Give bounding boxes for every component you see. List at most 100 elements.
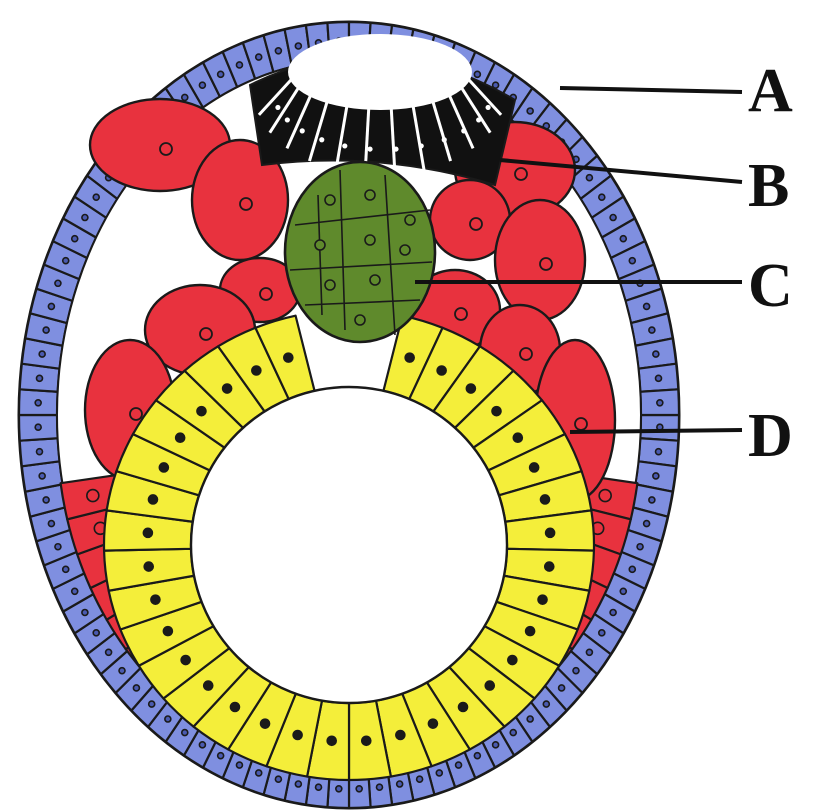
outer-cell-nucleus: [417, 776, 423, 782]
outer-cell-nucleus: [133, 685, 139, 691]
red-cell: [495, 200, 585, 320]
yolk-cavity: [191, 387, 507, 703]
red-cell-nucleus: [470, 218, 482, 230]
outer-cell-nucleus: [474, 71, 480, 77]
outer-cell-nucleus: [82, 215, 88, 221]
outer-cell-nucleus: [376, 784, 382, 790]
outer-cell-nucleus: [397, 781, 403, 787]
outer-cell-nucleus: [72, 236, 78, 242]
label-c: C: [748, 255, 793, 317]
green-cell-nucleus: [355, 315, 365, 325]
yellow-cell-nucleus: [546, 528, 555, 537]
leader-line-d: [570, 430, 742, 432]
outer-cell-nucleus: [637, 544, 643, 550]
outer-cell-nucleus: [336, 786, 342, 792]
outer-cell-nucleus: [653, 473, 659, 479]
yellow-cell-nucleus: [485, 681, 494, 690]
outer-cell-nucleus: [82, 609, 88, 615]
outer-cell-nucleus: [456, 762, 462, 768]
red-cell-nucleus: [240, 198, 252, 210]
outer-cell-nucleus: [35, 424, 41, 430]
yellow-cell-nucleus: [223, 384, 232, 393]
outer-cell-nucleus: [63, 258, 69, 264]
outer-cell-nucleus: [573, 668, 579, 674]
red-cell-nucleus: [160, 143, 172, 155]
outer-cell-nucleus: [629, 258, 635, 264]
outer-cell-nucleus: [55, 280, 61, 286]
outer-cell-nucleus: [236, 762, 242, 768]
yellow-cell-nucleus: [163, 627, 172, 636]
outer-cell-nucleus: [63, 566, 69, 572]
outer-cell-nucleus: [610, 215, 616, 221]
yellow-cell-nucleus: [396, 731, 405, 740]
outer-cell-nucleus: [586, 175, 592, 181]
outer-cell-nucleus: [653, 351, 659, 357]
green-cell-nucleus: [370, 275, 380, 285]
yellow-cell-nucleus: [293, 731, 302, 740]
outer-cell-nucleus: [199, 82, 205, 88]
outer-cell-nucleus: [43, 327, 49, 333]
outer-cell-nucleus: [656, 375, 662, 381]
green-cell-nucleus: [365, 235, 375, 245]
outer-cell-nucleus: [119, 668, 125, 674]
yellow-cell-nucleus: [252, 366, 261, 375]
cap-cell-nucleus: [393, 146, 398, 151]
label-d: D: [748, 405, 793, 467]
yellow-cell-nucleus: [151, 595, 160, 604]
yellow-cell-nucleus: [159, 463, 168, 472]
outer-cell-nucleus: [55, 544, 61, 550]
outer-cell-nucleus: [35, 400, 41, 406]
yellow-cell-nucleus: [261, 719, 270, 728]
outer-cell-nucleus: [165, 716, 171, 722]
outer-cell-nucleus: [295, 43, 301, 49]
outer-cell-nucleus: [43, 497, 49, 503]
outer-cell-nucleus: [649, 497, 655, 503]
cap-cell-nucleus: [342, 143, 347, 148]
outer-cell-nucleus: [275, 48, 281, 54]
yellow-cell-nucleus: [327, 736, 336, 745]
outer-cell-nucleus: [599, 630, 605, 636]
yellow-cell-nucleus: [437, 366, 446, 375]
outer-cell-nucleus: [620, 588, 626, 594]
yellow-cell-nucleus: [459, 703, 468, 712]
outer-cell-nucleus: [527, 716, 533, 722]
green-cell-nucleus: [325, 280, 335, 290]
label-a: A: [748, 60, 793, 122]
red-cell-nucleus: [200, 328, 212, 340]
outer-cell-nucleus: [586, 649, 592, 655]
cap-cell-nucleus: [300, 128, 305, 133]
yellow-cell-nucleus: [541, 495, 550, 504]
yellow-cell-nucleus: [530, 463, 539, 472]
green-cell-nucleus: [365, 190, 375, 200]
outer-cell-nucleus: [39, 473, 45, 479]
outer-cell-nucleus: [48, 521, 54, 527]
green-cell-nucleus: [405, 215, 415, 225]
outer-cell-nucleus: [236, 62, 242, 68]
outer-cell-nucleus: [256, 54, 262, 60]
outer-cell-nucleus: [543, 701, 549, 707]
yellow-cell-nucleus: [204, 681, 213, 690]
outer-cell-nucleus: [199, 742, 205, 748]
yellow-cell-nucleus: [492, 407, 501, 416]
leader-line-a: [560, 88, 742, 92]
outer-cell-nucleus: [656, 449, 662, 455]
yellow-cell-nucleus: [148, 495, 157, 504]
red-cell-nucleus: [575, 418, 587, 430]
yellow-cell-nucleus: [143, 528, 152, 537]
outer-cell-nucleus: [527, 108, 533, 114]
yellow-cell-nucleus: [176, 433, 185, 442]
outer-cell-nucleus: [36, 449, 42, 455]
yellow-cell-nucleus: [538, 595, 547, 604]
cap-cell-nucleus: [442, 137, 447, 142]
red-cell-nucleus: [130, 408, 142, 420]
outer-cell-nucleus: [218, 753, 224, 759]
outer-cell-nucleus: [149, 701, 155, 707]
outer-cell-nucleus: [295, 781, 301, 787]
outer-cell-nucleus: [39, 351, 45, 357]
outer-cell-nucleus: [48, 303, 54, 309]
outer-cell-nucleus: [510, 730, 516, 736]
red-cell-nucleus: [515, 168, 527, 180]
red-cell-nucleus: [599, 490, 611, 502]
outer-cell-nucleus: [436, 770, 442, 776]
